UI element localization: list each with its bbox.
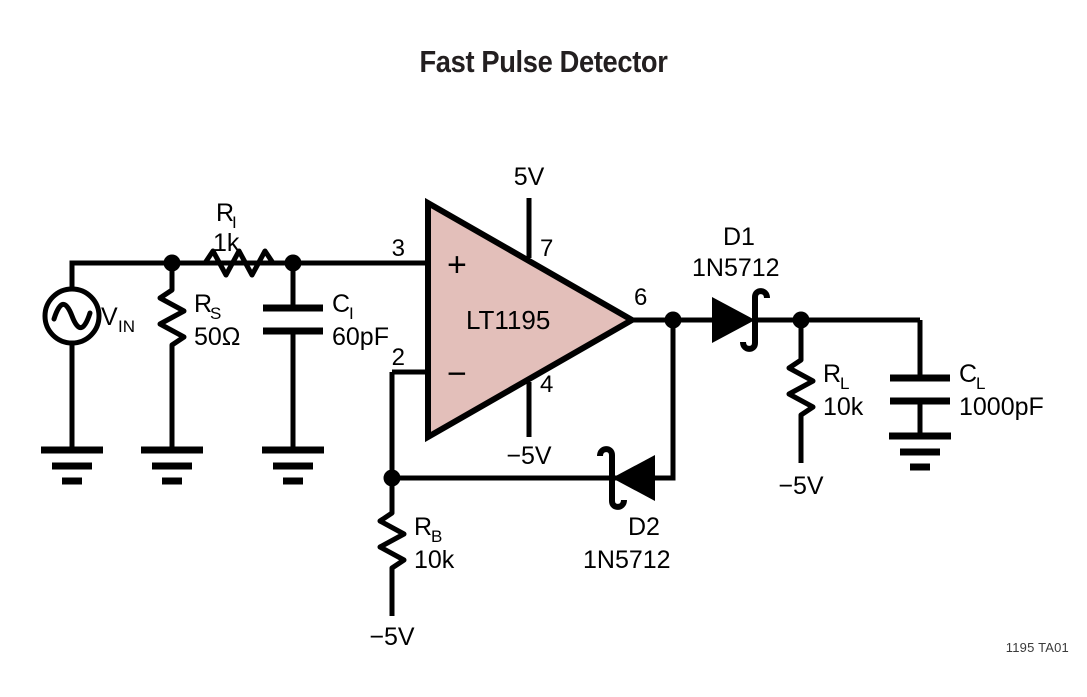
inverting-input-sign: −	[447, 355, 467, 393]
ground-symbol-rs	[141, 446, 203, 485]
schottky-diode-d2	[392, 320, 676, 510]
d2-value: 1N5712	[583, 546, 671, 574]
rs-zigzag-body	[157, 287, 187, 348]
ground-symbol-vin	[41, 446, 103, 485]
sine-wave-icon	[51, 301, 93, 331]
opamp-triangle-body	[425, 197, 639, 443]
ground-symbol-cl	[889, 432, 951, 471]
cl-value: 1000pF	[959, 393, 1044, 421]
rb-rail-label: −5V	[369, 623, 415, 651]
schottky-diode-d1	[712, 288, 920, 352]
vin-label: V	[101, 303, 118, 331]
pin-number-3: 3	[392, 235, 405, 262]
vin-label-subscript: IN	[118, 317, 135, 336]
d1-label: D1	[723, 223, 755, 251]
rl-label: R	[823, 360, 841, 388]
pin-number-7: 7	[540, 235, 553, 262]
rl-label-subscript: L	[840, 374, 849, 393]
ground-symbol-ci	[262, 446, 324, 485]
opamp-lt1195: + − LT1195	[425, 197, 639, 443]
d1-cathode-hook-bottom	[740, 341, 758, 352]
capacitor-cl	[889, 320, 951, 471]
ri-label: R	[216, 199, 234, 227]
ci-label: C	[332, 290, 350, 318]
d2-triangle-icon	[612, 455, 655, 501]
cl-label-subscript: L	[976, 374, 985, 393]
d1-value: 1N5712	[692, 254, 780, 282]
d1-triangle-icon	[712, 297, 755, 343]
d2-feedback-return-wire	[655, 320, 676, 481]
rl-zigzag-body	[786, 357, 816, 418]
junction-dot-output	[664, 311, 682, 329]
ci-value: 60pF	[332, 323, 389, 351]
rl-rail-label: −5V	[778, 472, 824, 500]
ci-label-subscript: I	[349, 304, 354, 323]
ri-value: 1k	[213, 229, 240, 257]
rl-value: 10k	[823, 393, 864, 421]
d2-label: D2	[628, 513, 660, 541]
junction-dot-vin-rs	[163, 254, 181, 272]
resistor-rb	[377, 478, 407, 616]
negative-supply-label: −5V	[506, 442, 552, 470]
resistor-rs	[141, 254, 203, 485]
ri-label-subscript: I	[232, 213, 237, 232]
cl-label: C	[959, 360, 977, 388]
resistor-rl	[786, 320, 816, 463]
rb-label-subscript: B	[431, 527, 442, 546]
opamp-part-label: LT1195	[466, 305, 550, 335]
pin-number-4: 4	[540, 371, 553, 398]
page-title: Fast Pulse Detector	[419, 44, 668, 79]
capacitor-ci	[262, 254, 324, 485]
d2-cathode-hook-top	[597, 446, 615, 457]
rs-label: R	[194, 290, 212, 318]
noninverting-input-sign: +	[447, 246, 467, 284]
vin-top-lead-wire	[69, 260, 293, 289]
positive-supply-label: 5V	[514, 163, 545, 191]
pin-number-6: 6	[634, 284, 647, 311]
rs-label-subscript: S	[210, 304, 221, 323]
rb-label: R	[414, 513, 432, 541]
rb-value: 10k	[414, 546, 455, 574]
figure-reference: 1195 TA01	[1005, 640, 1069, 655]
rb-zigzag-body	[377, 510, 407, 571]
pin-number-2: 2	[392, 344, 405, 371]
d2-cathode-hook-bottom	[609, 499, 627, 510]
d1-cathode-hook-top	[752, 288, 770, 299]
resistor-ri	[202, 248, 276, 278]
rs-value: 50Ω	[194, 323, 241, 351]
ri-zigzag-body	[202, 248, 276, 278]
